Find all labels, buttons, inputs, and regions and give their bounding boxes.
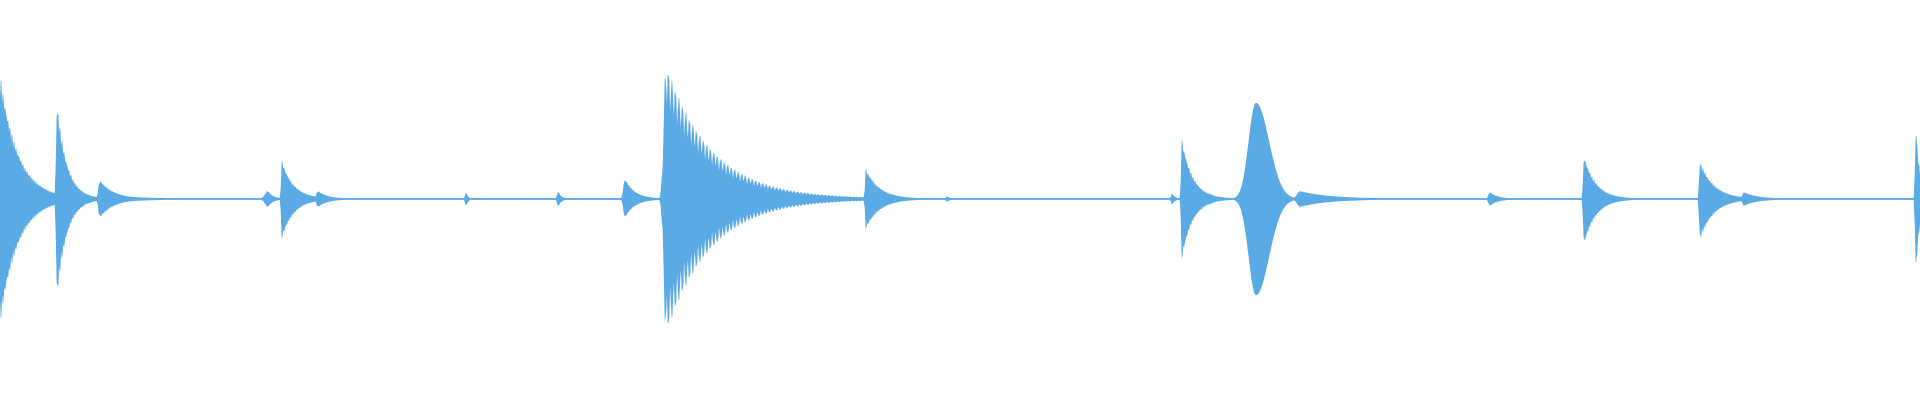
audio-waveform: [0, 74, 1920, 324]
